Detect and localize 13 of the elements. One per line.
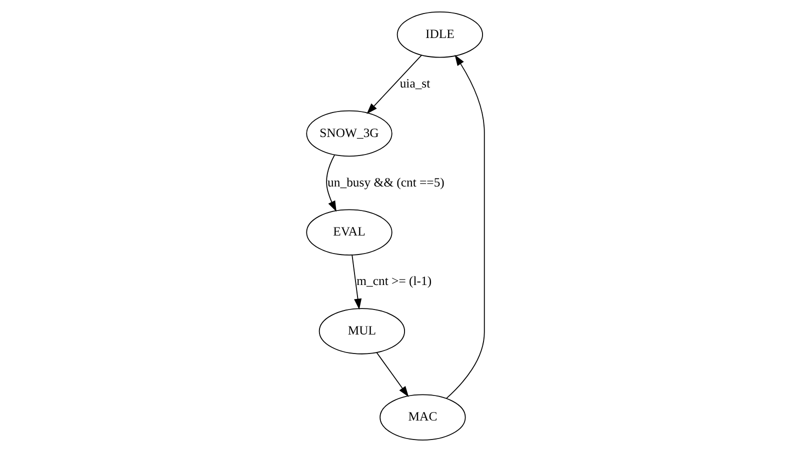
edge-label: un_busy && (cnt ==5) (327, 175, 444, 190)
arrow (376, 352, 408, 398)
edge-label: uia_st (399, 76, 430, 90)
arrow (351, 254, 362, 310)
arrow (366, 54, 422, 114)
node-ellipse: SNOW_3G (306, 110, 392, 157)
node-ellipse: EVAL (306, 209, 392, 256)
node-ellipse: MUL (318, 308, 405, 354)
arrow (445, 54, 484, 399)
arrow (326, 154, 336, 212)
node-ellipse: IDLE (396, 12, 483, 58)
node-ellipse: MAC (379, 394, 466, 440)
edge-label: m_cnt >= (l-1) (356, 274, 432, 288)
